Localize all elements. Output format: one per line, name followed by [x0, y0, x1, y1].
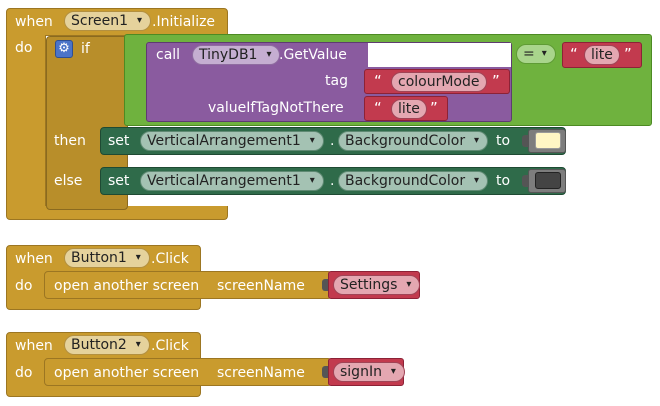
chevron-down-icon: ▾ [474, 175, 480, 186]
else-keyword: else [54, 173, 83, 189]
do-keyword: do [15, 40, 33, 56]
value-socket [322, 279, 329, 291]
screen-name-dropdown[interactable]: Settings ▾ [333, 275, 421, 295]
chevron-down-icon: ▾ [266, 49, 272, 60]
event-footer [6, 298, 201, 310]
screen-name-value: Settings [340, 277, 398, 293]
chevron-down-icon: ▾ [135, 339, 141, 350]
open-quote: “ [374, 72, 382, 90]
compare-operator-dropdown[interactable]: = ▾ [516, 44, 556, 64]
gear-icon[interactable]: ⚙ [55, 40, 73, 58]
component-dropdown[interactable]: VerticalArrangement1 ▾ [140, 171, 324, 191]
tag-label: tag [325, 73, 348, 89]
when-keyword: when [15, 251, 53, 267]
event-body-left [6, 35, 46, 213]
chevron-down-icon: ▾ [135, 252, 141, 263]
component-dropdown[interactable]: VerticalArrangement1 ▾ [140, 131, 324, 151]
tag-text-value[interactable]: colourMode [391, 72, 487, 92]
screen-name-param: screenName [217, 365, 305, 381]
dot-separator: . [330, 173, 335, 189]
screen-name: Screen1 [71, 13, 129, 29]
compare-operator: = [523, 46, 535, 62]
component-name: VerticalArrangement1 [147, 133, 301, 149]
compare-text-value[interactable]: lite [584, 45, 620, 65]
screen-name-param: screenName [217, 278, 305, 294]
open-screen-block[interactable] [44, 358, 332, 386]
open-quote: “ [374, 99, 382, 117]
tinydb-name: TinyDB1 [199, 47, 258, 63]
dot-separator: . [330, 133, 335, 149]
button-name: Button1 [71, 250, 127, 266]
component-name: VerticalArrangement1 [147, 173, 301, 189]
close-quote: ” [430, 99, 438, 117]
chevron-down-icon: ▾ [474, 135, 480, 146]
screen-dropdown[interactable]: Screen1 ▾ [64, 11, 152, 31]
default-text-value[interactable]: lite [391, 99, 427, 119]
then-keyword: then [54, 133, 86, 149]
dark-color-swatch[interactable] [535, 172, 561, 189]
open-another-screen-label: open another screen [54, 365, 200, 381]
screen-name-value: signIn [340, 364, 382, 380]
chevron-down-icon: ▾ [406, 279, 412, 290]
event-body-left [6, 359, 48, 387]
value-if-tag-not-there-label: valueIfTagNotThere [208, 100, 344, 116]
open-another-screen-label: open another screen [54, 278, 200, 294]
getvalue-method: .GetValue [279, 47, 347, 63]
event-footer [6, 385, 201, 397]
screen-name-dropdown[interactable]: signIn ▾ [333, 362, 405, 382]
set-keyword: set [108, 133, 130, 149]
do-keyword: do [15, 278, 33, 294]
to-keyword: to [496, 173, 511, 189]
property-dropdown[interactable]: BackgroundColor ▾ [338, 171, 489, 191]
initialize-event-label: .Initialize [152, 14, 216, 30]
tinydb-dropdown[interactable]: TinyDB1 ▾ [192, 45, 281, 65]
call-keyword: call [156, 47, 181, 63]
value-socket [522, 175, 529, 187]
button-name: Button2 [71, 337, 127, 353]
button-dropdown[interactable]: Button2 ▾ [64, 335, 150, 355]
chevron-down-icon: ▾ [309, 175, 315, 186]
when-keyword: when [15, 338, 53, 354]
open-quote: “ [570, 45, 578, 63]
property-name: BackgroundColor [345, 133, 466, 149]
click-event-label: .Click [151, 338, 189, 354]
to-keyword: to [496, 133, 511, 149]
button-dropdown[interactable]: Button1 ▾ [64, 248, 150, 268]
property-name: BackgroundColor [345, 173, 466, 189]
click-event-label: .Click [151, 251, 189, 267]
light-color-swatch[interactable] [535, 132, 561, 149]
value-socket [522, 135, 529, 147]
close-quote: ” [492, 72, 500, 90]
do-keyword: do [15, 365, 33, 381]
chevron-down-icon: ▾ [541, 48, 547, 59]
close-quote: ” [624, 45, 632, 63]
event-body-left [6, 272, 48, 300]
set-keyword: set [108, 173, 130, 189]
value-socket [322, 366, 329, 378]
if-keyword: if [81, 41, 90, 57]
chevron-down-icon: ▾ [137, 15, 143, 26]
chevron-down-icon: ▾ [390, 366, 396, 377]
property-dropdown[interactable]: BackgroundColor ▾ [338, 131, 489, 151]
when-keyword: when [15, 14, 53, 30]
getvalue-notch [368, 43, 511, 67]
open-screen-block[interactable] [44, 271, 332, 299]
chevron-down-icon: ▾ [309, 135, 315, 146]
